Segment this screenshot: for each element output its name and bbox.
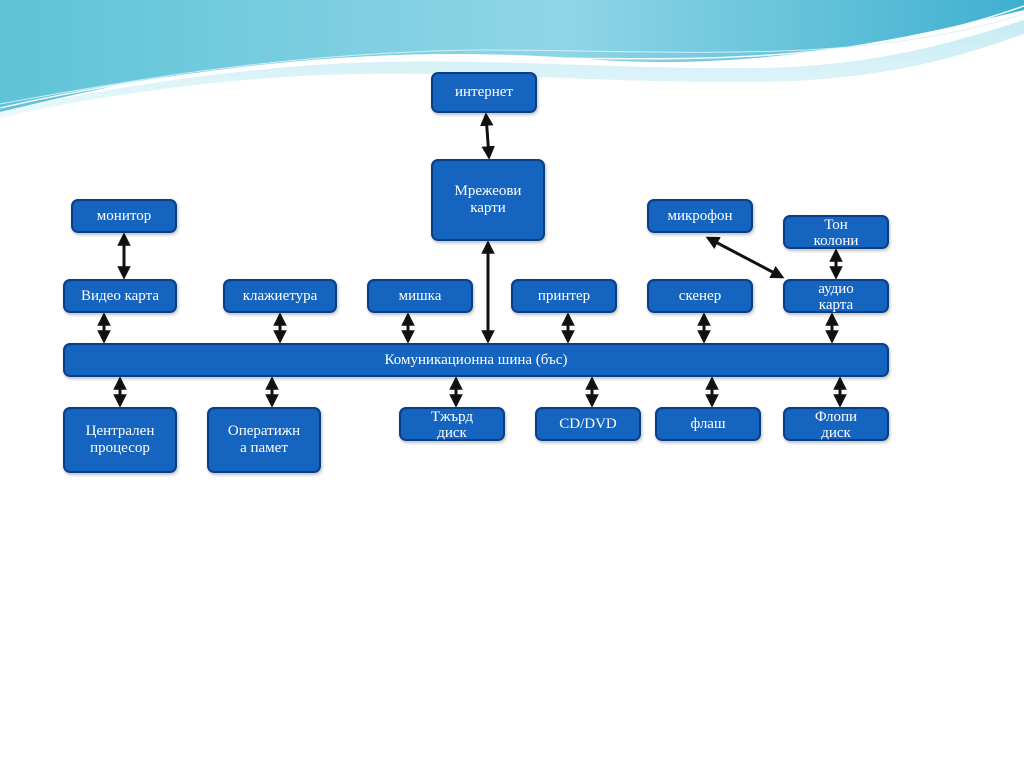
node-printer: принтер	[511, 279, 617, 313]
connector-internet-network_cards	[480, 112, 495, 160]
node-speakers: Тон колони	[783, 215, 889, 249]
node-cd-dvd: CD/DVD	[535, 407, 641, 441]
node-audio-card: аудио карта	[783, 279, 889, 313]
node-ram: Оператижн а памет	[207, 407, 321, 473]
node-microphone: микрофон	[647, 199, 753, 233]
node-scanner: скенер	[647, 279, 753, 313]
node-flash: флаш	[655, 407, 761, 441]
node-hard-disk: Тжърд диск	[399, 407, 505, 441]
node-video-card: Видео карта	[63, 279, 177, 313]
node-cpu: Централен процесор	[63, 407, 177, 473]
node-network-cards: Мрежеови карти	[431, 159, 545, 241]
node-floppy-disk: Флопи диск	[783, 407, 889, 441]
node-internet: интернет	[431, 72, 537, 113]
node-communication-bus: Комуникационна шина (бъс)	[63, 343, 889, 377]
node-monitor: монитор	[71, 199, 177, 233]
node-mouse: мишка	[367, 279, 473, 313]
wave-header-decoration	[0, 0, 1024, 118]
node-keyboard: клажиетура	[223, 279, 337, 313]
connector-microphone-audio_card	[705, 236, 785, 279]
